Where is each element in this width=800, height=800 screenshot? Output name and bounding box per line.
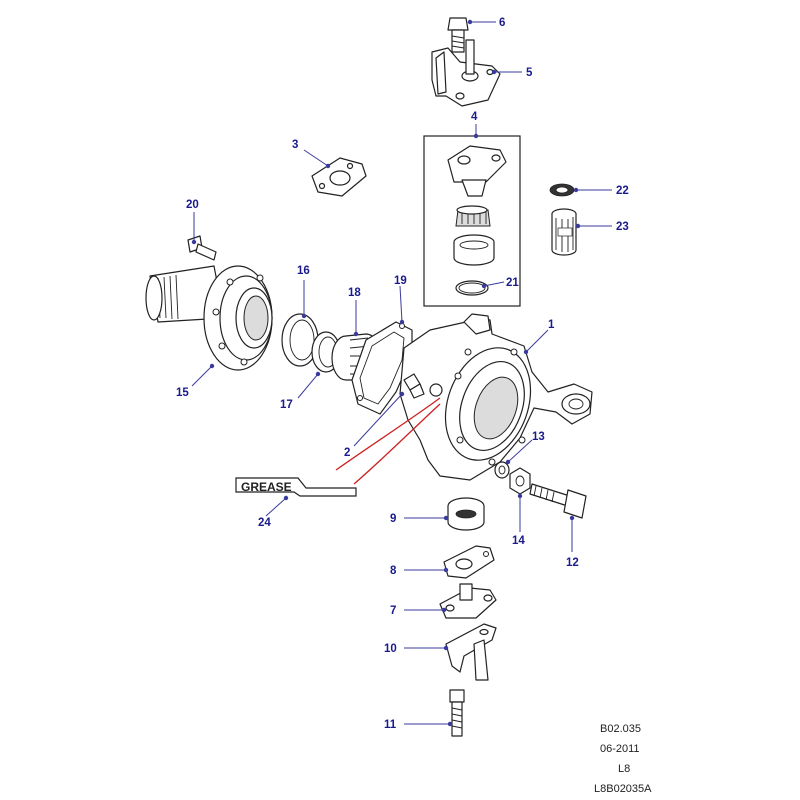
leader-lines	[191, 19, 612, 727]
callout-3: 3	[292, 139, 298, 151]
callout-4: 4	[471, 111, 478, 123]
part-1-swivel-housing	[399, 313, 593, 481]
meta-ref: B02.035	[600, 723, 641, 735]
callout-numbers: 6 5 4 3 20 22 23 21 16 18 19 1 15 17 2 1…	[176, 17, 629, 731]
callout-19: 19	[394, 275, 407, 287]
callout-10: 10	[384, 643, 397, 655]
callout-13: 13	[532, 431, 545, 443]
part-22-seal	[549, 183, 575, 197]
callout-21: 21	[506, 277, 519, 289]
callout-5: 5	[526, 67, 533, 79]
callout-6: 6	[499, 17, 505, 29]
meta-date: 06-2011	[600, 743, 640, 755]
part-4-assembly-box	[423, 135, 521, 307]
part-7-lower-pin	[439, 583, 497, 619]
part-5-bracket	[431, 39, 501, 107]
part-3-gasket	[311, 157, 367, 197]
meta-image-id: L8B02035A	[594, 783, 652, 795]
part-20-bolt	[187, 235, 217, 261]
callout-8: 8	[390, 565, 397, 577]
callout-9: 9	[390, 513, 396, 525]
callout-15: 15	[176, 387, 189, 399]
grease-label-text: GREASE	[241, 480, 292, 494]
callout-2: 2	[344, 447, 350, 459]
grease-lines	[335, 397, 441, 485]
callout-12: 12	[566, 557, 579, 569]
callout-20: 20	[186, 199, 199, 211]
callout-1: 1	[548, 319, 555, 331]
callout-16: 16	[297, 265, 310, 277]
part-15-hub	[145, 265, 273, 371]
part-9-bearing	[447, 497, 485, 531]
meta-block: B02.035 06-2011 L8 L8B02035A	[594, 723, 652, 795]
part-11-bolt	[449, 689, 465, 737]
callout-22: 22	[616, 185, 629, 197]
part-19-gasket	[351, 321, 413, 415]
part-8-gasket	[443, 545, 495, 579]
callout-14: 14	[512, 535, 525, 547]
callout-11: 11	[384, 719, 397, 731]
callout-17: 17	[280, 399, 293, 411]
callout-23: 23	[616, 221, 629, 233]
part-6-bolt	[447, 17, 469, 53]
part-10-bracket	[445, 623, 497, 681]
part-23-needle-bearing	[551, 208, 577, 256]
part-12-bolt	[529, 483, 587, 519]
part-2-plug	[403, 373, 443, 399]
part-13-washer	[494, 461, 510, 479]
callout-7: 7	[390, 605, 396, 617]
callout-18: 18	[348, 287, 361, 299]
part-14-nut	[509, 467, 531, 495]
part-24-grease-label: GREASE	[235, 477, 357, 497]
callout-24: 24	[258, 517, 271, 529]
meta-code: L8	[618, 763, 630, 775]
